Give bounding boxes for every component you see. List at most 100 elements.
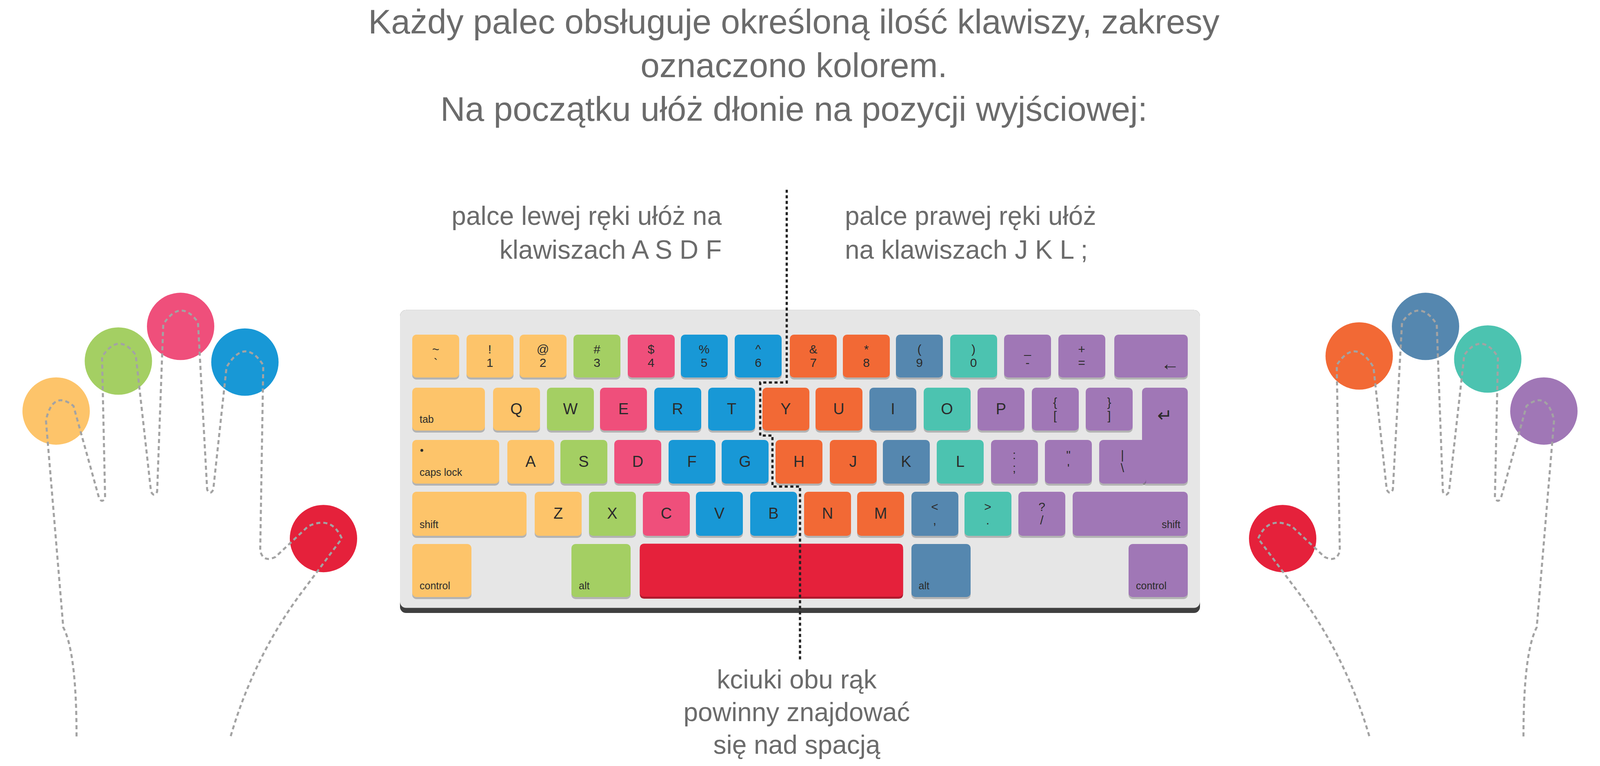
key-cap: Z <box>534 491 582 536</box>
key-label: alt <box>918 580 930 592</box>
key-cap: control <box>1128 544 1188 598</box>
key-cap: H <box>775 440 823 485</box>
key-cap: ~` <box>412 334 460 378</box>
key-cap: (9 <box>895 334 943 378</box>
key-label: caps lock <box>419 466 463 478</box>
finger-circle <box>22 377 90 445</box>
key-label: 3 <box>593 356 601 370</box>
key-label: ↵ <box>1157 405 1173 426</box>
key-label: , <box>933 513 937 527</box>
thumb-circle <box>289 504 358 573</box>
key-cap: F <box>668 440 716 485</box>
key-label: ' <box>1067 461 1070 475</box>
key-label: @ <box>536 342 549 356</box>
key-cap: X <box>588 491 636 536</box>
key-label: } <box>1106 395 1112 409</box>
key-label: C <box>660 505 672 523</box>
key-label: tab <box>419 413 434 425</box>
finger-circle <box>146 292 215 360</box>
key-label: ) <box>971 342 976 356</box>
key-label: ← <box>1160 353 1180 375</box>
key-label: Y <box>780 400 791 418</box>
key-label: \ <box>1120 461 1125 475</box>
key-cap: V <box>695 491 743 536</box>
key-label: N <box>822 505 834 523</box>
key-cap: &7 <box>789 334 837 378</box>
key-label: U <box>833 400 845 418</box>
key-label: ! <box>488 342 492 356</box>
key-label: W <box>563 400 578 418</box>
key-cap: ?/ <box>1018 491 1066 536</box>
key-cap: K <box>882 440 930 485</box>
key-label: S <box>578 453 589 471</box>
key-cap: Q <box>493 387 540 431</box>
key-cap: W <box>546 387 594 431</box>
key-label: G <box>738 453 752 471</box>
key-cap: += <box>1058 334 1106 378</box>
key-cap: J <box>829 440 877 485</box>
key-label: 1 <box>486 356 494 370</box>
key-label: D <box>632 453 644 471</box>
key-cap: M <box>857 491 905 536</box>
key-cap: P <box>977 387 1025 431</box>
key-label: Q <box>510 400 523 418</box>
key-cap: B <box>750 491 798 536</box>
key-cap: caps lock <box>412 440 500 485</box>
key-label: F <box>686 453 697 471</box>
key-label: T <box>726 400 737 418</box>
hand-outline <box>46 310 343 737</box>
key-label: { <box>1053 395 1058 409</box>
key-label: H <box>793 453 805 471</box>
key-cap: !1 <box>466 334 514 378</box>
key-label: 9 <box>915 356 923 370</box>
key-label: $ <box>647 342 655 356</box>
right-hand <box>1248 292 1578 737</box>
key-label: > <box>984 500 992 514</box>
key-label: R <box>671 400 683 418</box>
key-label: E <box>618 400 629 418</box>
key-label: A <box>525 453 536 471</box>
note-label: Na początku ułóż dłonie na pozycji wyjśc… <box>365 87 1223 132</box>
key-label: . <box>986 513 990 527</box>
finger-circle <box>1510 377 1578 445</box>
key-cap: A <box>507 440 555 485</box>
caps-indicator <box>420 448 424 452</box>
key-cap: %5 <box>680 334 728 378</box>
key-cap: >. <box>964 491 1012 536</box>
key-cap: #3 <box>573 334 621 378</box>
finger-circle <box>84 327 153 395</box>
key-cap: I <box>869 387 917 431</box>
key-label: ^ <box>755 342 761 356</box>
key-cap: {[ <box>1031 387 1079 431</box>
key-cap: control <box>412 544 472 598</box>
key-label: 2 <box>539 356 547 370</box>
key-label: & <box>808 342 818 356</box>
note-label: palce lewej ręki ułóż na klawiszach A S … <box>427 199 722 267</box>
key-label: B <box>768 505 779 523</box>
key-label: 5 <box>700 356 708 370</box>
key-label: L <box>955 453 965 471</box>
key-label: = <box>1077 356 1086 370</box>
key-cap: shift <box>412 491 527 536</box>
key-cap: L <box>936 440 984 485</box>
key-label: shift <box>419 519 439 531</box>
hand-outline <box>1258 310 1555 737</box>
key-cap: S <box>560 440 608 485</box>
key-cap: G <box>721 440 769 485</box>
key-label: shift <box>1161 519 1181 531</box>
key-label: < <box>931 500 939 514</box>
key-label: [ <box>1053 409 1057 423</box>
left-hand <box>22 292 358 737</box>
space-bar <box>640 543 904 597</box>
key-label: V <box>714 505 725 523</box>
key-label: J <box>849 453 858 471</box>
key-label: ( <box>917 342 922 356</box>
key-cap: Y <box>762 387 810 431</box>
finger-circle <box>1325 322 1394 390</box>
key-label: 8 <box>862 356 870 370</box>
key-cap: D <box>614 440 662 485</box>
key-label: | <box>1120 448 1125 462</box>
finger-circle <box>211 328 279 396</box>
key-cap: :; <box>991 440 1038 485</box>
key-label: Z <box>553 505 563 523</box>
